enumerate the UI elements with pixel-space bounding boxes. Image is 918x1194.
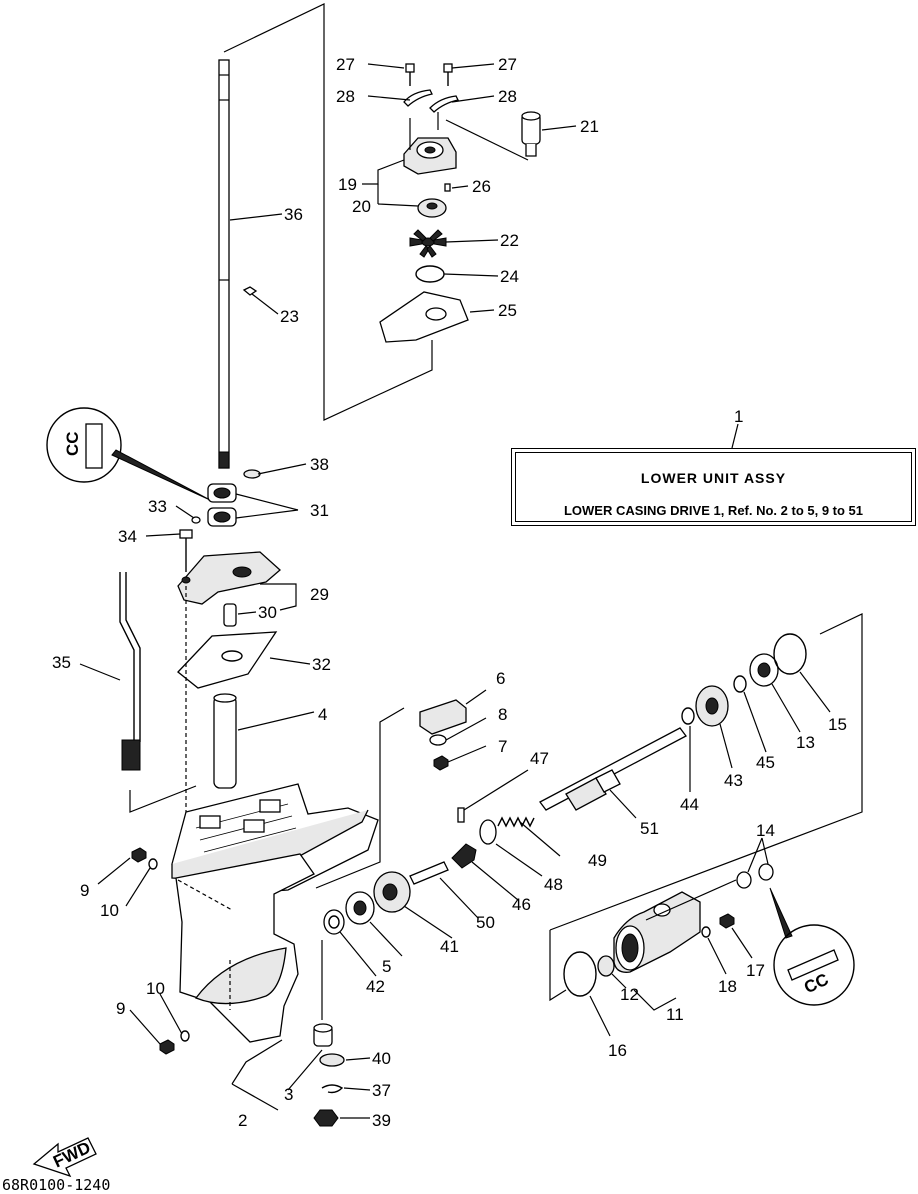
callout-51: 51 — [640, 819, 659, 838]
callout-40: 40 — [372, 1049, 391, 1068]
callout-10b: 10 — [146, 979, 165, 998]
callout-27b: 27 — [498, 55, 517, 74]
callout-21: 21 — [580, 117, 599, 136]
bearing-housing-parts — [563, 863, 774, 997]
callout-44: 44 — [680, 795, 699, 814]
callout-25: 25 — [498, 301, 517, 320]
pump-group-frame — [223, 3, 433, 421]
callout-13: 13 — [796, 733, 815, 752]
housing-leaders — [589, 837, 769, 1037]
casing-bolts — [97, 847, 190, 1055]
callout-39: 39 — [372, 1111, 391, 1130]
callout-17: 17 — [746, 961, 765, 980]
callout-29: 29 — [310, 585, 329, 604]
anode-parts — [419, 689, 487, 771]
callout-26: 26 — [472, 177, 491, 196]
callout-20: 20 — [352, 197, 371, 216]
shaft-leaders — [339, 671, 831, 977]
callout-12: 12 — [620, 985, 639, 1004]
callout-1: 1 — [734, 407, 743, 426]
callout-6: 6 — [496, 669, 505, 688]
water-pump-parts — [379, 63, 541, 343]
callout-46: 46 — [512, 895, 531, 914]
callout-38: 38 — [310, 455, 329, 474]
callout-15: 15 — [828, 715, 847, 734]
callout-19: 19 — [338, 175, 357, 194]
callout-33: 33 — [148, 497, 167, 516]
callout-22: 22 — [500, 231, 519, 250]
callout-30: 30 — [258, 603, 277, 622]
callout-48: 48 — [544, 875, 563, 894]
callout-31: 31 — [310, 501, 329, 520]
callout-45: 45 — [756, 753, 775, 772]
callout-28a: 28 — [336, 87, 355, 106]
callout-32: 32 — [312, 655, 331, 674]
assembly-title: LOWER UNIT ASSY — [640, 470, 787, 486]
assembly-description: LOWER CASING DRIVE 1, Ref. No. 2 to 5, 9… — [563, 503, 864, 518]
callout-35: 35 — [52, 653, 71, 672]
assy-leader — [731, 423, 739, 449]
detail-magnifier-bottom: CC — [769, 887, 855, 1006]
callout-11: 11 — [666, 1005, 684, 1024]
detail-magnifier-top: CC — [46, 407, 211, 501]
callout-16: 16 — [608, 1041, 627, 1060]
assembly-info-inner-border: LOWER UNIT ASSY LOWER CASING DRIVE 1, Re… — [515, 452, 912, 522]
mid-leaders — [79, 463, 315, 850]
callout-28b: 28 — [498, 87, 517, 106]
pump-leaders — [229, 63, 577, 315]
callout-numbers: 1 2 3 4 5 6 7 8 9 10 9 10 11 12 13 14 15… — [52, 55, 847, 1130]
propeller-shaft-parts — [323, 633, 807, 935]
callout-42: 42 — [366, 977, 385, 996]
callout-50: 50 — [476, 913, 495, 932]
callout-49: 49 — [588, 851, 607, 870]
callout-34: 34 — [118, 527, 137, 546]
callout-37: 37 — [372, 1081, 391, 1100]
callout-7: 7 — [498, 737, 507, 756]
callout-2: 2 — [238, 1111, 247, 1130]
assembly-info-box: LOWER UNIT ASSY LOWER CASING DRIVE 1, Re… — [511, 448, 916, 526]
callout-27a: 27 — [336, 55, 355, 74]
callout-24: 24 — [500, 267, 519, 286]
upper-bearing-parts — [119, 469, 281, 789]
callout-41: 41 — [440, 937, 459, 956]
drive-shaft — [218, 59, 258, 469]
fwd-arrow: FWD — [32, 1137, 97, 1178]
callout-9b: 9 — [116, 999, 125, 1018]
callout-18: 18 — [718, 977, 737, 996]
callout-5: 5 — [382, 957, 391, 976]
drawing-code: 68R0100-1240 — [2, 1176, 111, 1194]
callout-10a: 10 — [100, 901, 119, 920]
callout-47: 47 — [530, 749, 549, 768]
lower-small-parts — [231, 940, 371, 1127]
callout-23: 23 — [280, 307, 299, 326]
callout-8: 8 — [498, 705, 507, 724]
callout-14: 14 — [756, 821, 775, 840]
callout-3: 3 — [284, 1085, 293, 1104]
magnifier-top-label: CC — [63, 431, 82, 456]
callout-9a: 9 — [80, 881, 89, 900]
lower-casing — [171, 783, 379, 1043]
shaft-group-frame — [315, 613, 863, 1002]
callout-36: 36 — [284, 205, 303, 224]
callout-43: 43 — [724, 771, 743, 790]
callout-4: 4 — [318, 705, 327, 724]
fwd-label: FWD — [50, 1138, 93, 1172]
